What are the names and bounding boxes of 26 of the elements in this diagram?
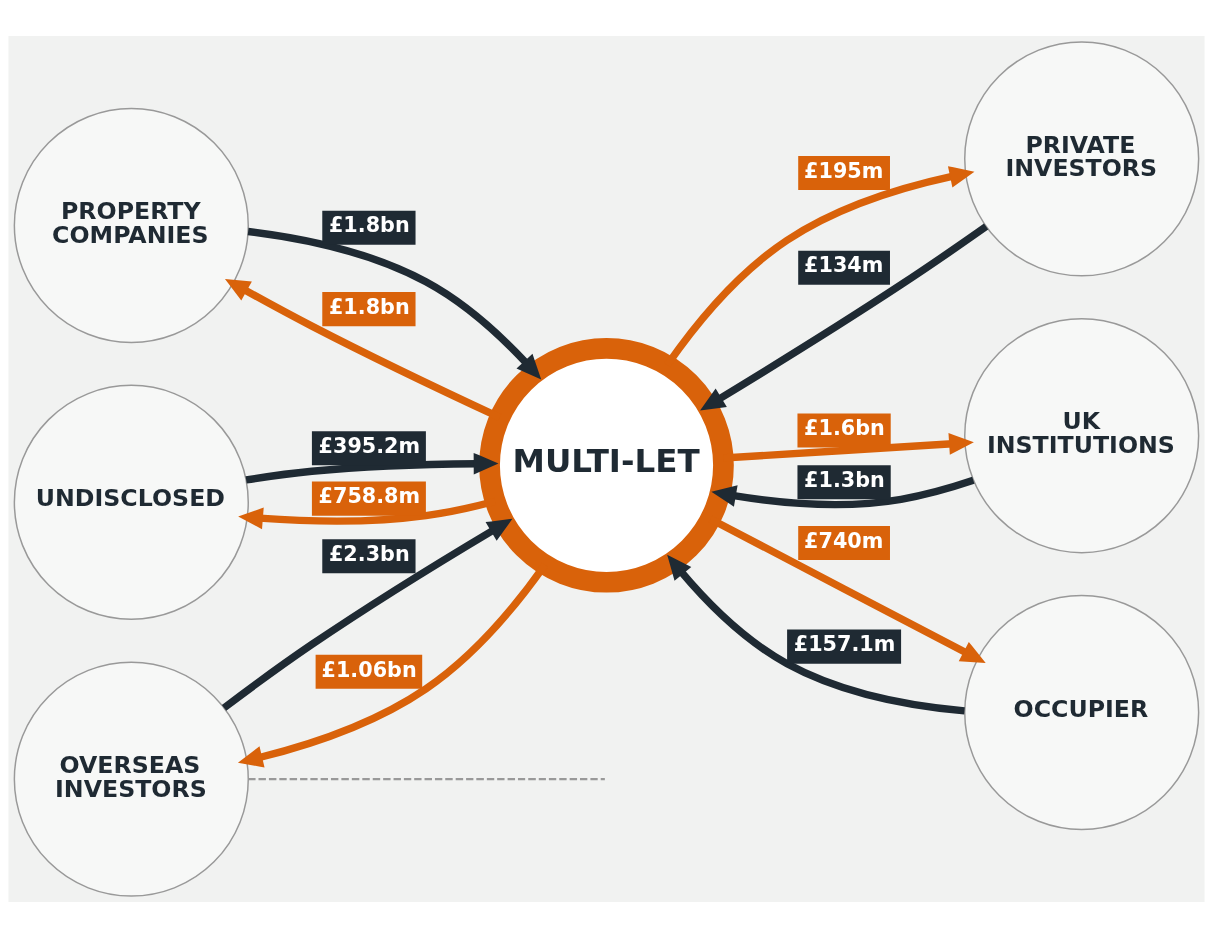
node-circle: UNDISCLOSED <box>13 384 249 620</box>
arrow <box>700 223 989 411</box>
arrow <box>245 452 499 484</box>
edge-label: £2.3bn <box>328 541 410 566</box>
edge-label: £1.8bn <box>328 212 410 237</box>
node-circle: PRIVATE INVESTORS <box>964 40 1200 277</box>
edge-label: £1.06bn <box>321 657 417 682</box>
edge-label: £157.1m <box>793 631 896 656</box>
edge-label: £134m <box>804 252 884 277</box>
connector <box>248 777 605 780</box>
arrow <box>711 476 975 508</box>
arrow <box>667 554 965 715</box>
node-circle: PROPERTY COMPANIES <box>13 107 249 343</box>
node-circle: OCCUPIER <box>964 594 1200 830</box>
arrow <box>247 227 542 379</box>
node-circle: OVERSEAS INVESTORS <box>13 660 249 897</box>
edge-label: £195m <box>804 158 884 183</box>
edge-label: £395.2m <box>318 433 421 458</box>
edge-label: £1.8bn <box>328 294 410 319</box>
edge-label: £740m <box>804 528 884 553</box>
node-circle: UK INSTITUTIONS <box>964 317 1200 553</box>
edge-label: £758.8m <box>318 483 421 508</box>
node-circle: MULTI-LET <box>479 337 734 593</box>
arrow <box>221 518 513 711</box>
edge-label: £1.6bn <box>804 415 885 440</box>
edge-label: £1.3bn <box>804 467 885 492</box>
